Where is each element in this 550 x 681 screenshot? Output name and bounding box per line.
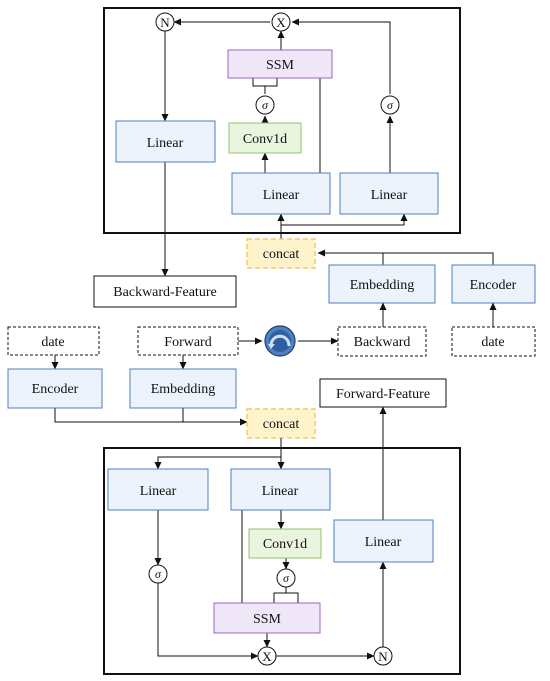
top-sigma-conv-circle [255,95,275,115]
top-linear-main-label: Linear [263,188,300,203]
bottom-linear-out-box [333,519,434,563]
bottom-conv1d-box [248,528,322,559]
top-sigma-conv-label: σ [262,98,269,112]
bottom-mult-label: X [262,649,272,664]
top-norm-circle [155,12,175,32]
forward-encoder-label: Encoder [32,382,79,397]
forward-encoder-box [7,368,103,409]
backward-date-label: date [481,335,504,350]
top-ssm-box [227,49,333,79]
top-sigma-side-label: σ [387,98,394,112]
top-mult-circle [271,12,291,32]
top-sigma-side-circle [380,95,400,115]
forward-embedding-label: Embedding [151,382,216,397]
top-block-connections [161,18,494,277]
forward-date-box [7,326,100,356]
top-ssm-label: SSM [266,58,295,73]
forward-embedding-box [129,368,237,409]
backward-mamba-block [103,7,461,234]
bottom-linear-out-label: Linear [365,535,402,550]
bottom-sigma-left-label: σ [155,567,162,581]
bottom-sigma-conv-label: σ [283,571,290,585]
backward-input-label: Backward [354,335,411,350]
bottom-linear-left-label: Linear [140,484,177,499]
bottom-block-connections [154,438,387,660]
middle-connections [51,302,497,520]
forward-mamba-block [103,447,461,675]
backward-input-box [337,326,427,357]
backward-embedding-box [328,264,436,304]
bottom-sigma-left-circle [148,564,168,584]
top-conv1d-box [228,122,302,154]
backward-embedding-label: Embedding [350,278,415,293]
bottom-norm-label: N [378,649,388,664]
top-linear-main-box [231,172,331,215]
top-conv1d-label: Conv1d [243,132,287,147]
backward-feature-label: Backward-Feature [113,285,216,300]
forward-feature-box [319,378,447,408]
bottom-mult-circle [257,646,277,666]
top-mult-label: X [276,15,286,30]
forward-input-box [137,326,239,356]
forward-date-label: date [41,335,64,350]
backward-date-box [451,326,536,357]
bottom-concat-label: concat [263,417,300,432]
bottom-conv1d-label: Conv1d [263,537,307,552]
top-linear-out-box [115,120,216,163]
bottom-linear-main-box [230,468,331,511]
bottom-ssm-label: SSM [253,612,282,627]
top-linear-side-label: Linear [371,188,408,203]
top-linear-out-label: Linear [147,136,184,151]
backward-feature-box [93,275,237,308]
top-concat-label: concat [263,247,300,262]
bottom-linear-main-label: Linear [262,484,299,499]
bottom-sigma-conv-circle [276,568,296,588]
bottom-concat-box [246,408,316,439]
flip-icon [264,325,296,357]
backward-encoder-box [451,264,536,304]
forward-feature-label: Forward-Feature [336,387,430,402]
top-concat-box [246,238,316,269]
top-linear-side-box [339,172,439,215]
bottom-linear-left-box [107,468,209,511]
top-norm-label: N [160,15,170,30]
bottom-ssm-box [213,602,321,634]
bottom-norm-circle [373,646,393,666]
backward-encoder-label: Encoder [470,278,517,293]
forward-input-label: Forward [164,335,211,350]
